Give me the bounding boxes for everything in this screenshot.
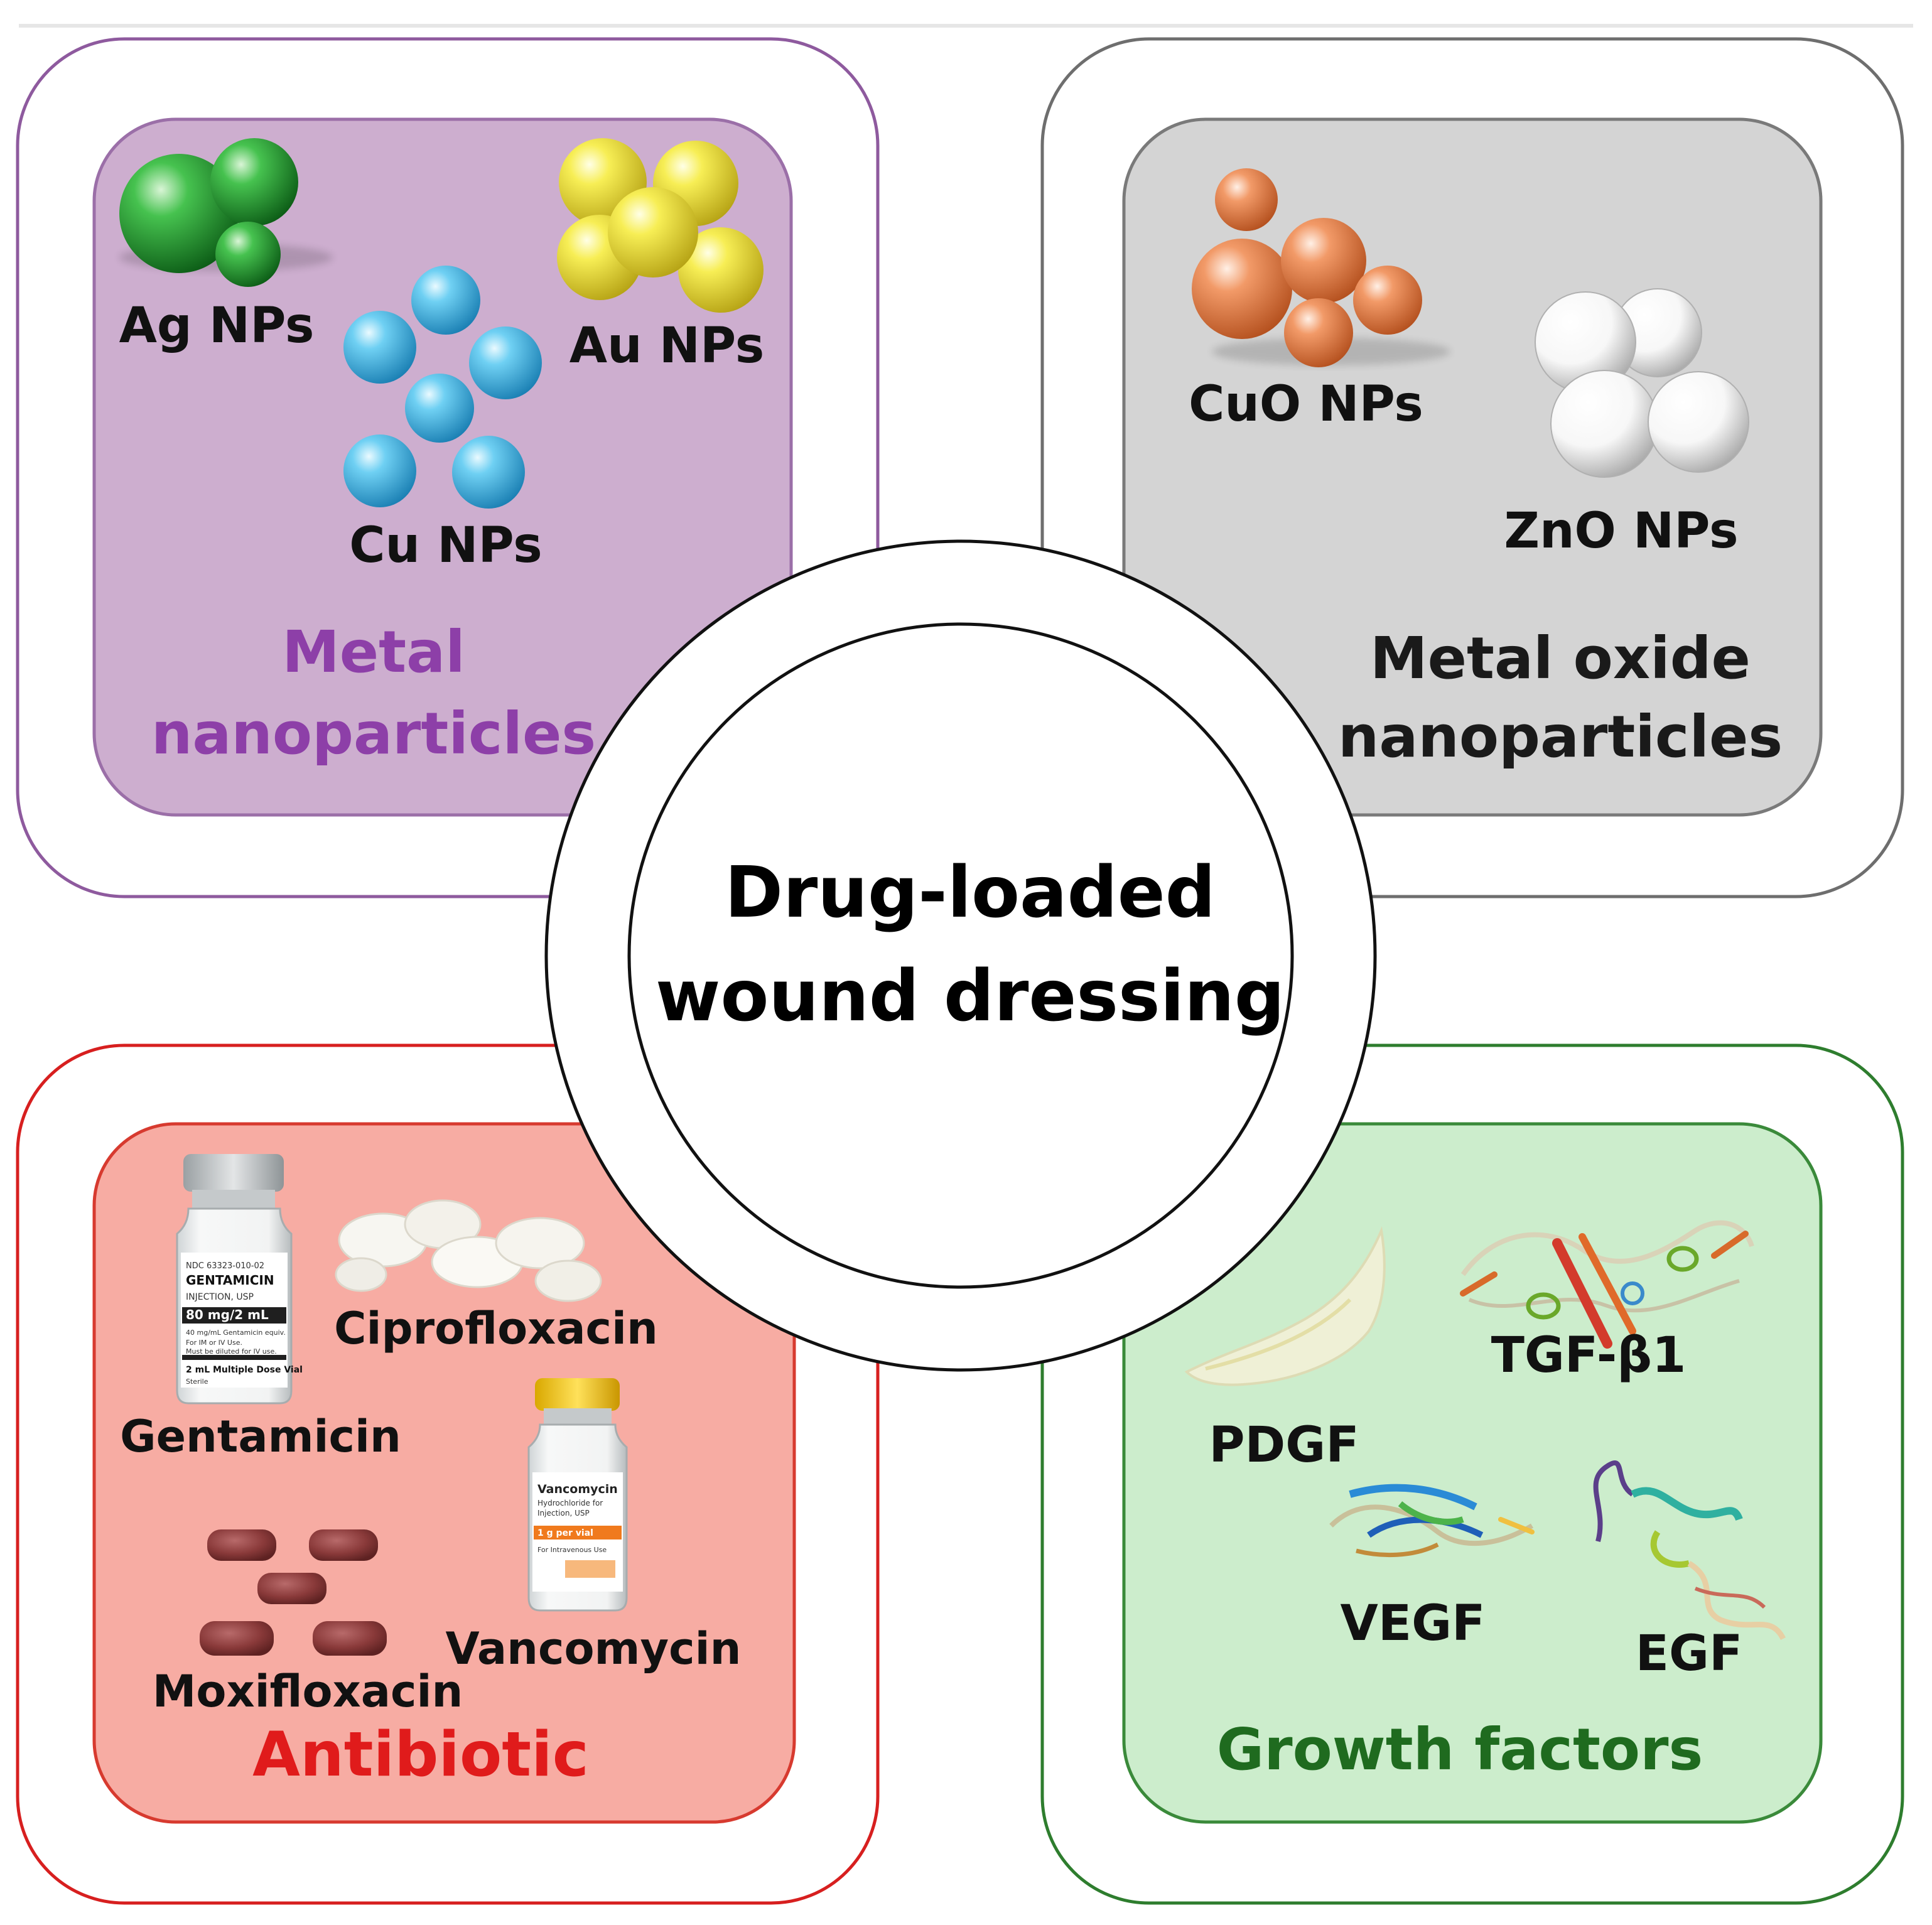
gentamicin-vial-label-sterile: Sterile [186,1378,208,1386]
gentamicin-vial-label-volume: 2 mL Multiple Dose Vial [186,1365,303,1375]
ciprofloxacin-tablets-image [335,1199,602,1302]
copper-nanoparticle-cluster [343,266,542,509]
gentamicin-label: Gentamicin [120,1411,401,1462]
moxifloxacin-label: Moxifloxacin [153,1666,463,1717]
vancomycin-label: Vancomycin [446,1623,742,1674]
center-title-line2: wound dressing [656,956,1285,1037]
vancomycin-vial-label-form: Injection, USP [537,1509,590,1518]
copper-oxide-nanoparticle-cluster [1192,168,1450,367]
gentamicin-vial-label-form: INJECTION, USP [186,1292,254,1302]
gentamicin-vial-label-dilute: Must be diluted for IV use. [186,1347,277,1356]
gentamicin-vial-image: NDC 63323-010-02 GENTAMICIN INJECTION, U… [176,1154,303,1405]
vancomycin-vial-image: Vancomycin Hydrochloride for Injection, … [527,1378,628,1612]
zno-nps-label: ZnO NPs [1504,503,1738,559]
cuo-nps-label: CuO NPs [1189,376,1423,433]
moxifloxacin-pills-image [200,1529,387,1656]
tgf-beta1-label: TGF-β1 [1491,1327,1686,1384]
center-inner-ring [627,622,1294,1289]
vegf-label: VEGF [1341,1595,1486,1652]
gentamicin-vial-label-ndc: NDC 63323-010-02 [186,1261,264,1271]
zinc-oxide-nanoparticle-cluster [1535,288,1749,478]
silver-nanoparticle-cluster [119,138,333,287]
metal-title-line1: Metal [282,618,465,686]
center-hub: Drug-loaded wound dressing [544,539,1377,1372]
cu-nps-label: Cu NPs [349,517,542,574]
vegf-protein-structure-image [1329,1484,1535,1558]
quadrant-metal-oxide-nanoparticles: CuO NPs ZnO NPs Metal oxide nanoparticle… [1040,37,1904,898]
quadrant-growth-factors: TGF-β1 PDGF VEGF EGF Growth factors [1040,1043,1904,1905]
top-divider [19,24,1913,28]
pdgf-protein-structure-image [1184,1226,1386,1386]
growth-inner-panel [1122,1122,1823,1824]
quadrant-antibiotic: NDC 63323-010-02 GENTAMICIN INJECTION, U… [16,1043,880,1905]
gold-nanoparticle-cluster [557,138,764,313]
pdgf-label: PDGF [1209,1417,1359,1474]
metal-oxide-title-line2: nanoparticles [1338,703,1783,770]
gentamicin-vial-label-equiv: 40 mg/mL Gentamicin equiv. [186,1329,286,1337]
au-nps-label: Au NPs [569,318,765,374]
antibiotic-title: Antibiotic [252,1719,589,1791]
vancomycin-vial-label-strength: 1 g per vial [537,1528,593,1538]
gentamicin-vial-label-use: For IM or IV Use. [186,1339,242,1347]
ag-nps-label: Ag NPs [119,298,315,354]
growth-factors-title: Growth factors [1217,1716,1703,1783]
metal-title-line2: nanoparticles [151,700,596,767]
gentamicin-vial-label-strength: 80 mg/2 mL [186,1307,269,1322]
center-title-line1: Drug-loaded [725,852,1216,934]
vancomycin-vial-label-use: For Intravenous Use [537,1546,607,1554]
tgf-beta1-protein-structure-image [1460,1220,1754,1349]
vancomycin-vial-label-salt: Hydrochloride for [537,1499,603,1507]
egf-protein-structure-image [1593,1460,1786,1641]
egf-label: EGF [1636,1626,1743,1682]
vancomycin-vial-label-name: Vancomycin [537,1482,618,1496]
ciprofloxacin-label: Ciprofloxacin [334,1303,658,1354]
quadrant-metal-nanoparticles: Ag NPs Au NPs Cu NPs Metal nanoparticles [16,37,880,898]
gentamicin-vial-label-name: GENTAMICIN [186,1273,274,1288]
metal-oxide-title-line1: Metal oxide [1370,625,1751,692]
